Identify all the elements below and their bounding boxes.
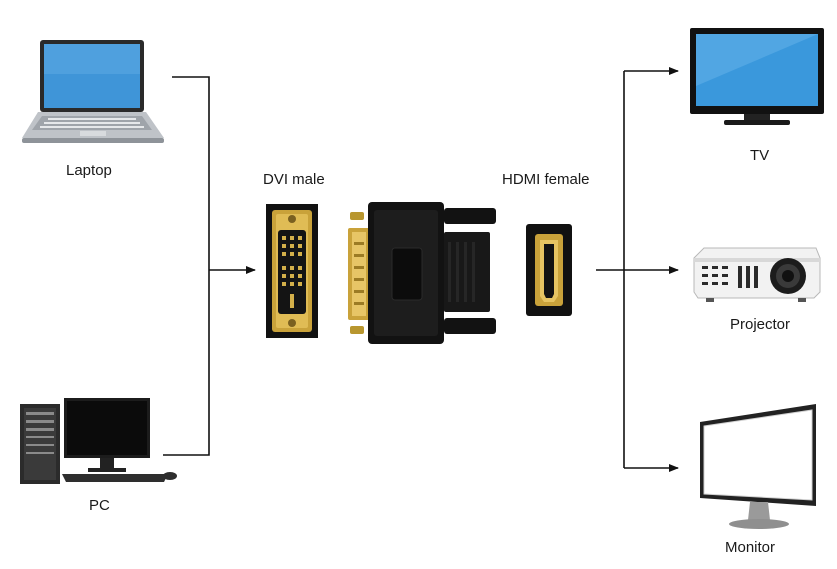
projector-image [690, 244, 822, 304]
monitor-label: Monitor [725, 539, 776, 556]
tv-image [688, 26, 826, 128]
tv-label: TV [750, 147, 770, 164]
laptop-line [163, 76, 210, 456]
adapter-image [344, 202, 498, 344]
monitor-image [696, 402, 820, 532]
pc-image [18, 396, 180, 486]
hdmi-label: HDMI female [502, 171, 590, 188]
dvi-connector-image [266, 204, 318, 338]
hdmi-port-image [526, 224, 572, 316]
pc-label: PC [89, 497, 110, 514]
laptop-image [20, 38, 166, 146]
dvi-label: DVI male [263, 171, 325, 188]
projector-label: Projector [730, 316, 791, 333]
laptop-label: Laptop [66, 162, 112, 179]
